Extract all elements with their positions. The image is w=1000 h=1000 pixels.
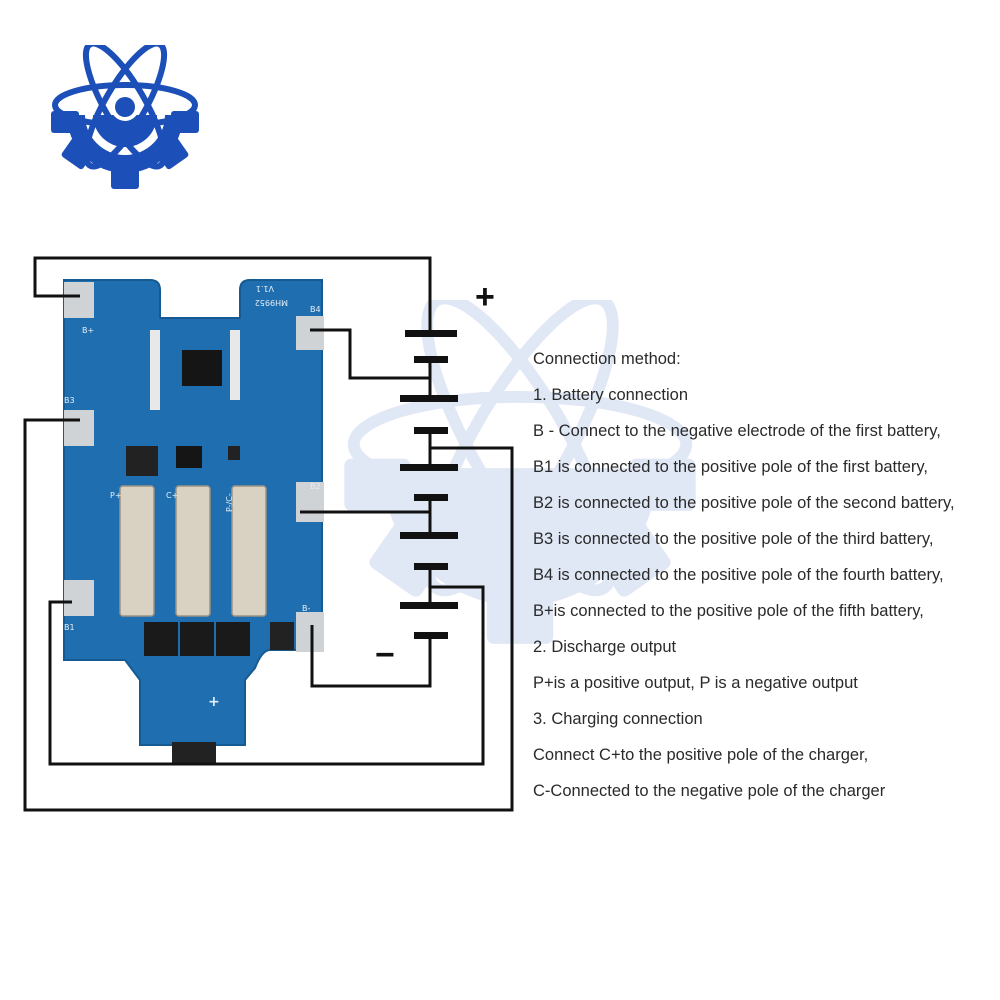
label-b-plus: B+: [82, 326, 94, 335]
label-b-minus: B-: [302, 604, 310, 613]
wire-b-minus: [310, 625, 432, 688]
pad-b4: [296, 316, 324, 350]
label-b4: B4: [310, 305, 321, 314]
notes-section-discharge: 2. Discharge output: [533, 638, 677, 656]
cell-2-negative: [414, 427, 448, 434]
notes-line-b4: B4 is connected to the positive pole of …: [533, 566, 944, 584]
notes-heading: Connection method:: [533, 350, 681, 368]
output-connector: [172, 742, 216, 764]
label-b3: B3: [64, 396, 75, 405]
cell-2-positive: [400, 395, 458, 402]
label-p-minus-c-minus: P-/C-: [225, 493, 234, 512]
controller-chip: [182, 350, 222, 386]
pad-b1: [64, 580, 94, 616]
pad-b-minus: [296, 612, 324, 652]
pad-b-plus: [64, 282, 94, 318]
notes-line-c-plus: Connect C+to the positive pole of the ch…: [533, 746, 869, 764]
label-b1: B1: [64, 623, 75, 632]
wire-b-plus: [33, 256, 432, 330]
notes-line-b3: B3 is connected to the positive pole of …: [533, 530, 934, 548]
label-version: V1.1: [256, 284, 274, 293]
label-c-plus: C+: [166, 491, 178, 500]
notes-line-b-minus: B - Connect to the negative electrode of…: [533, 422, 941, 440]
label-model: MH9952: [255, 298, 288, 307]
wires: [23, 256, 514, 812]
cell-4-negative: [414, 563, 448, 570]
watermark-logo: [344, 300, 696, 644]
pad-b2: [296, 482, 324, 522]
notes-line-c-minus: C-Connected to the negative pole of the …: [533, 782, 886, 800]
cell-1-negative: [414, 356, 448, 363]
label-output-plus: +: [208, 694, 220, 710]
notes-line-p: P+is a positive output, P is a negative …: [533, 674, 858, 692]
cell-5-negative: [414, 632, 448, 639]
connection-notes: Connection method: 1. Battery connection…: [533, 347, 993, 815]
label-b2: B2: [310, 482, 321, 491]
label-p-plus: P+: [110, 491, 122, 500]
wire-b1: [48, 585, 485, 766]
cell-1-positive: [405, 330, 457, 337]
wire-b4: [310, 328, 430, 380]
notes-section-charging: 3. Charging connection: [533, 710, 703, 728]
protection-chip: [176, 446, 202, 468]
pad-b3: [64, 410, 94, 446]
notes-section-battery: 1. Battery connection: [533, 386, 689, 404]
brand-logo: [51, 45, 199, 189]
cell-5-positive: [400, 602, 458, 609]
cell-4-positive: [400, 532, 458, 539]
notes-line-b2: B2 is connected to the positive pole of …: [533, 494, 955, 512]
cell-3-positive: [400, 464, 458, 471]
cell-3-negative: [414, 494, 448, 501]
notes-line-b1: B1 is connected to the positive pole of …: [533, 458, 929, 476]
notes-line-b-plus: B+is connected to the positive pole of t…: [533, 602, 924, 620]
battery-minus-sign: −: [375, 636, 395, 674]
battery-plus-sign: +: [475, 278, 495, 316]
wire-b3: [23, 418, 514, 812]
bms-board: B+ B3 B1 B4 B2 B- P+ C+ P-/C- MH9952 V1.…: [63, 279, 324, 764]
battery-pack: [400, 330, 458, 639]
